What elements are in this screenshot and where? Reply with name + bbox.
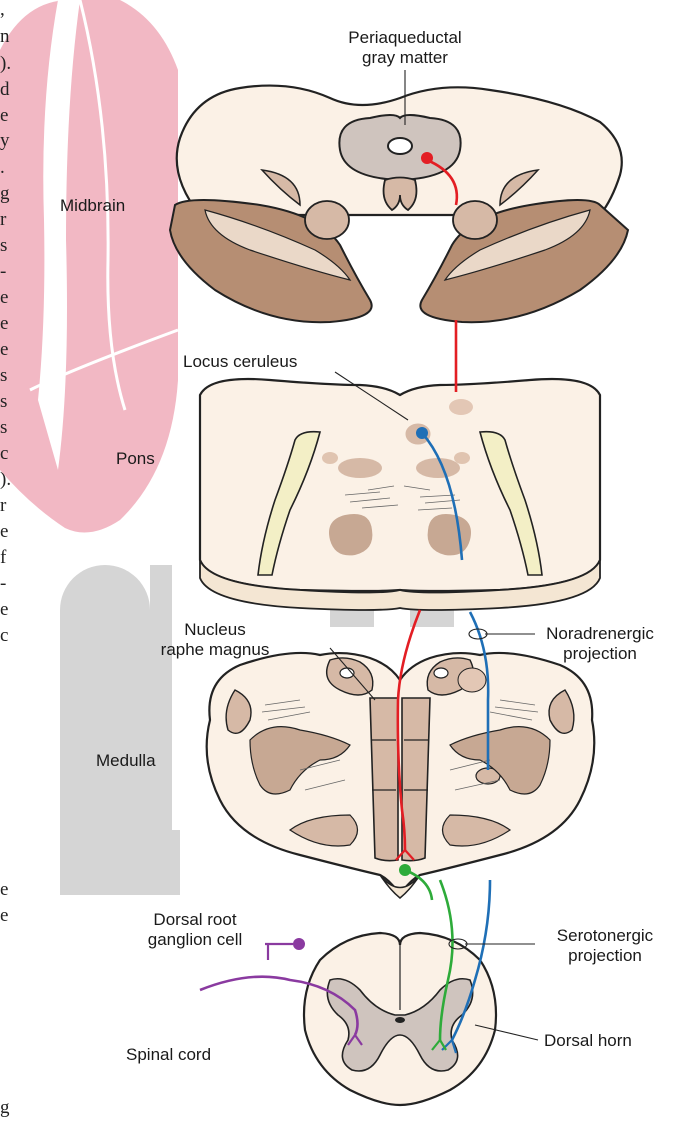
noradrenergic-label-line1: Noradrenergic [535, 624, 665, 644]
page-edge-char: - [0, 262, 6, 282]
page-edge-char: r [0, 496, 6, 516]
page-edge-char: e [0, 106, 8, 126]
dorsal-root-label-line2: ganglion cell [120, 930, 270, 950]
page-edge-char: f [0, 548, 6, 568]
pons-section [200, 379, 600, 610]
page-edge-char: . [0, 158, 5, 178]
page-edge-char: y [0, 131, 10, 151]
pons-label: Pons [116, 449, 155, 469]
page-edge-char: d [0, 80, 10, 100]
page-edge-char: s [0, 418, 7, 438]
page-edge-char: c [0, 444, 8, 464]
serotonergic-label-line1: Serotonergic [540, 926, 670, 946]
page-edge-char: e [0, 600, 8, 620]
page-edge-char: , [0, 0, 5, 20]
page-edge-char: g [0, 1098, 10, 1118]
page-edge-char: e [0, 314, 8, 334]
page-edge-char: - [0, 574, 6, 594]
page-edge-char: s [0, 236, 7, 256]
page-edge-char: e [0, 522, 8, 542]
periaqueductal-label: Periaqueductal gray matter [330, 28, 480, 68]
nucleus-raphe-label: Nucleus raphe magnus [150, 620, 280, 660]
pag-neuron-soma [421, 152, 433, 164]
page-edge-char: c [0, 626, 8, 646]
dorsal-horn-label: Dorsal horn [544, 1031, 632, 1051]
page-edge-char: e [0, 340, 8, 360]
periaqueductal-label-line2: gray matter [330, 48, 480, 68]
serotonergic-label: Serotonergic projection [540, 926, 670, 966]
serotonergic-label-line2: projection [540, 946, 670, 966]
spinal-cord-section [304, 933, 496, 1105]
page-edge-char: s [0, 366, 7, 386]
medulla-label: Medulla [96, 751, 156, 771]
locus-ceruleus-label: Locus ceruleus [183, 352, 297, 372]
page-edge-char: g [0, 184, 10, 204]
page-edge-char: ). [0, 470, 11, 490]
dorsal-root-soma [293, 938, 305, 950]
page-edge-char: n [0, 27, 10, 47]
periaqueductal-label-line1: Periaqueductal [330, 28, 480, 48]
dorsal-root-label-line1: Dorsal root [120, 910, 270, 930]
midbrain-section [170, 86, 628, 323]
spinal-cord-label: Spinal cord [126, 1045, 211, 1065]
noradrenergic-label-line2: projection [535, 644, 665, 664]
noradrenergic-label: Noradrenergic projection [535, 624, 665, 664]
page-edge-char: e [0, 880, 8, 900]
page-edge-char: r [0, 210, 6, 230]
page-edge-char: e [0, 906, 8, 926]
midbrain-label: Midbrain [60, 196, 125, 216]
page-edge-char: e [0, 288, 8, 308]
nucleus-raphe-label-line2: raphe magnus [150, 640, 280, 660]
nucleus-raphe-label-line1: Nucleus [150, 620, 280, 640]
page-edge-char: s [0, 392, 7, 412]
dorsal-root-label: Dorsal root ganglion cell [120, 910, 270, 950]
page-edge-char: ). [0, 54, 11, 74]
